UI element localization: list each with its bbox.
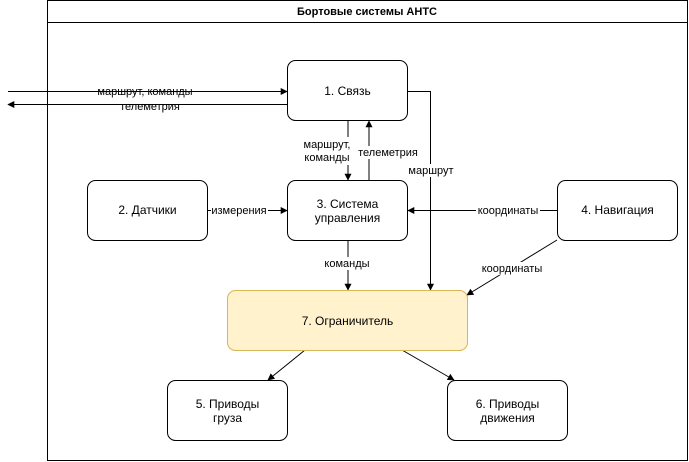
node-privody-dvizheniya[interactable]: 6. Приводы движения	[447, 380, 568, 441]
edge-su-to-svyaz: телеметрия	[357, 120, 419, 180]
edge-nav-to-limiter: координаты	[466, 239, 558, 296]
edge-svyaz-to-limiter: маршрут	[407, 91, 454, 291]
edge-label-su-to-svyaz: телеметрия	[358, 147, 418, 159]
node-datchiki-label: 2. Датчики	[118, 203, 176, 217]
node-svyaz-label: 1. Связь	[324, 84, 371, 98]
edge-label-nav-to-su: координаты	[478, 205, 539, 217]
edge-label-external-in: маршрут, команды	[97, 86, 192, 98]
node-privody-dvizheniya-label-1: 6. Приводы	[476, 397, 540, 411]
node-privody-gruza-label-1: 5. Приводы	[196, 397, 260, 411]
edge-limiter-to-motion	[401, 349, 455, 381]
edge-label-su-to-limiter: команды	[324, 258, 369, 270]
node-svyaz[interactable]: 1. Связь	[287, 60, 408, 121]
edge-external-in: маршрут, команды	[8, 86, 288, 98]
node-ogranichitel[interactable]: 7. Ограничитель	[227, 290, 468, 351]
node-sistema-label-2: управления	[315, 211, 380, 225]
edge-external-out: телеметрия	[7, 101, 287, 113]
node-ogranichitel-label: 7. Ограничитель	[302, 314, 394, 328]
node-privody-gruza[interactable]: 5. Приводы груза	[167, 380, 288, 441]
edge-label-external-out: телеметрия	[120, 101, 180, 113]
edge-limiter-to-cargo	[267, 349, 306, 381]
diagram-title: Бортовые системы АНТС	[297, 6, 437, 18]
edge-label-svyaz-to-su-1: маршрут,	[304, 139, 351, 151]
edge-datchiki-to-su: измерения	[207, 204, 288, 217]
node-privody-dvizheniya-label-2: движения	[480, 411, 535, 425]
node-navigatsiya-label: 4. Навигация	[581, 203, 654, 217]
edge-su-to-limiter: команды	[322, 240, 372, 291]
node-sistema-upravleniya[interactable]: 3. Система управления	[287, 180, 408, 241]
edge-svyaz-to-su: маршрут, команды	[302, 121, 352, 181]
node-navigatsiya[interactable]: 4. Навигация	[557, 180, 678, 241]
node-sistema-label-1: 3. Система	[317, 197, 379, 211]
edge-label-datchiki-to-su: измерения	[211, 205, 266, 217]
edge-label-nav-to-limiter: координаты	[482, 263, 543, 275]
node-datchiki[interactable]: 2. Датчики	[87, 180, 208, 241]
edge-label-svyaz-to-su-2: команды	[304, 152, 349, 164]
edge-nav-to-su: координаты	[407, 204, 557, 217]
node-privody-gruza-label-2: груза	[213, 411, 242, 425]
edge-label-svyaz-to-limiter: маршрут	[408, 165, 453, 177]
